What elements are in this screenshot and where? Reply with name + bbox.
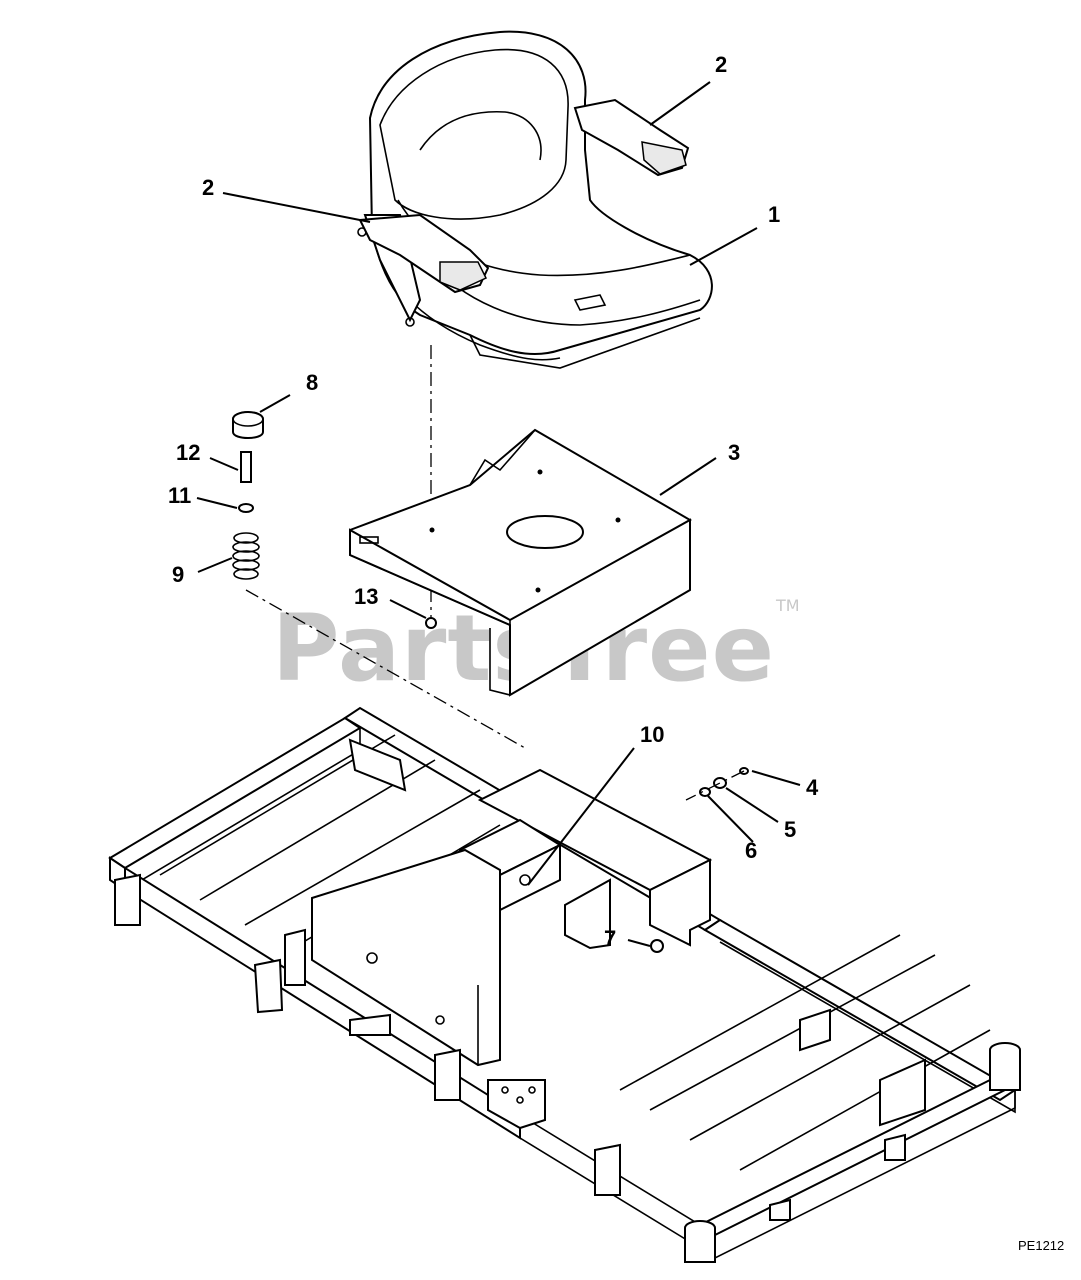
callout-8: 8 — [306, 370, 318, 395]
callout-3: 3 — [728, 440, 740, 465]
watermark-tm: TM — [775, 596, 800, 615]
armrest-right — [573, 98, 690, 177]
callout-2-right: 2 — [715, 52, 727, 77]
bolt-washer-set — [685, 767, 749, 801]
callout-9: 9 — [172, 562, 184, 587]
callout-12: 12 — [176, 440, 200, 465]
callout-6: 6 — [745, 838, 757, 863]
callout-7: 7 — [604, 926, 616, 951]
leader-lines — [196, 81, 801, 947]
pin — [240, 451, 252, 483]
frame — [108, 706, 1021, 1263]
spring — [232, 532, 260, 580]
callout-11: 11 — [168, 483, 191, 508]
callout-13: 13 — [354, 584, 378, 609]
callout-1: 1 — [768, 202, 780, 227]
callout-2-left: 2 — [202, 175, 214, 200]
nut — [425, 617, 437, 629]
washer — [238, 503, 254, 513]
frame-nut — [650, 939, 664, 953]
seat — [357, 30, 713, 369]
callout-5: 5 — [784, 817, 796, 842]
seat-mount-plate — [349, 428, 692, 697]
bumper-cap — [232, 411, 264, 439]
callout-10: 10 — [640, 722, 664, 747]
armrest-left — [358, 213, 490, 294]
diagram-code: PE1212 — [1018, 1238, 1064, 1253]
callout-4: 4 — [806, 775, 819, 800]
